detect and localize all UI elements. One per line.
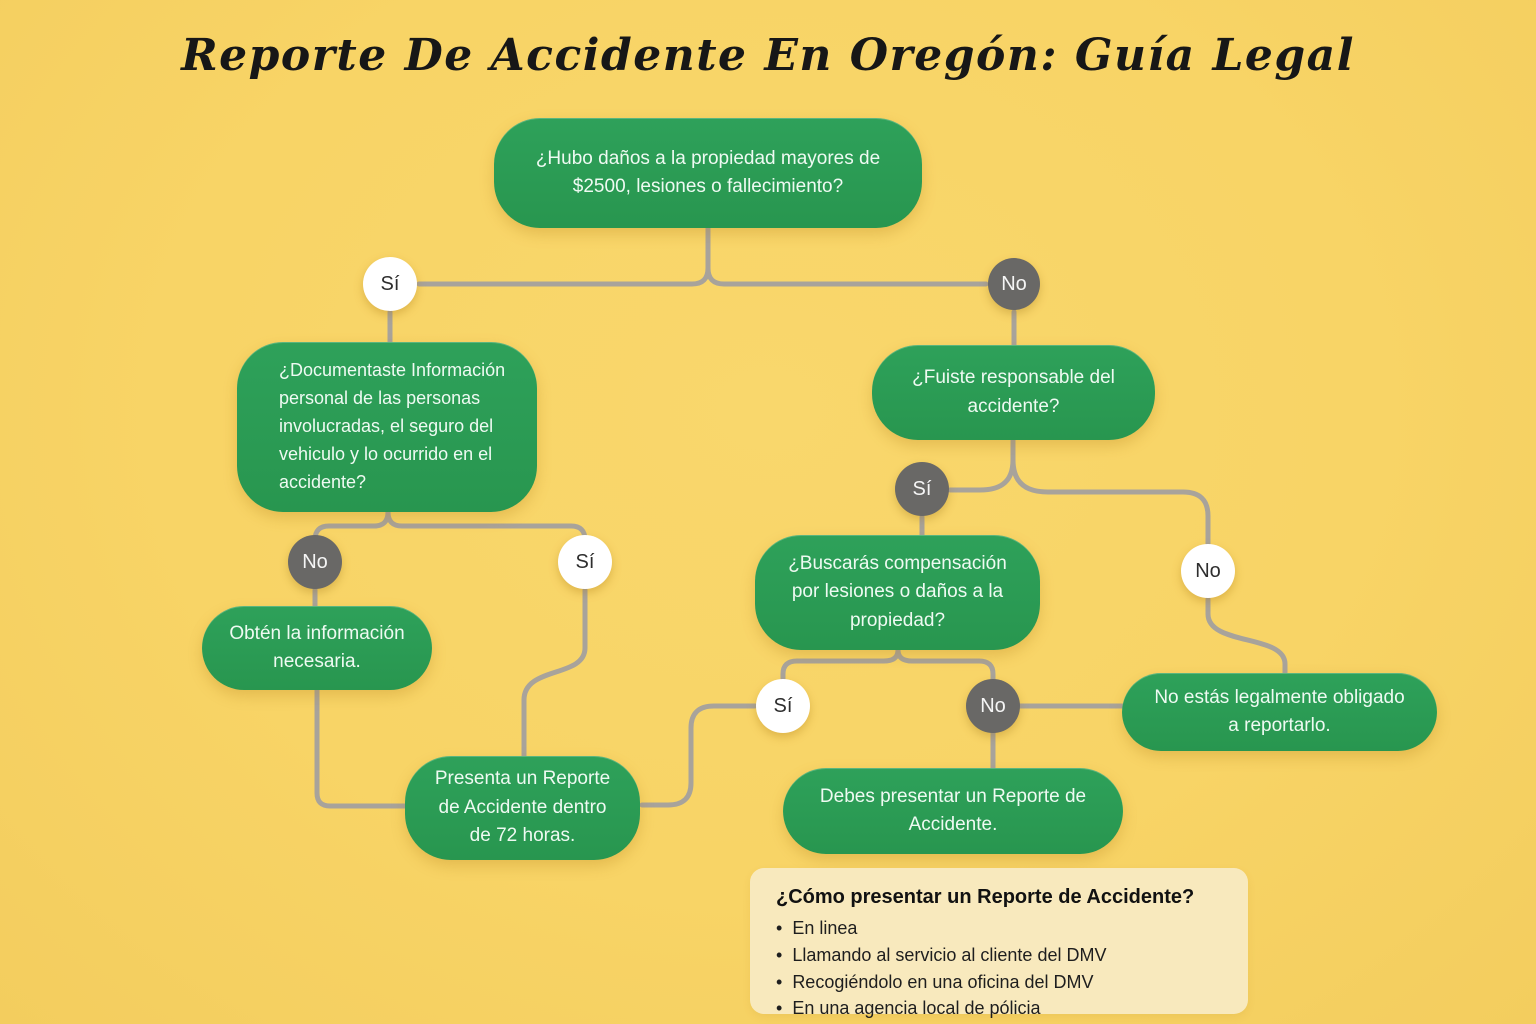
node-action-present-72h: Presenta un Reporte de Accidente dentro …: [405, 756, 640, 860]
node-action-not-obligated: No estás legalmente obligado a reportarl…: [1122, 673, 1437, 751]
list-item: •En linea: [776, 917, 1222, 941]
branch-documented-no: No: [288, 535, 342, 589]
branch-documented-yes: Sí: [558, 535, 612, 589]
branch-compensation-yes: Sí: [756, 679, 810, 733]
node-question-compensation: ¿Buscarás compensación por lesiones o da…: [755, 535, 1040, 650]
node-question-main: ¿Hubo daños a la propiedad mayores de $2…: [494, 118, 922, 228]
branch-compensation-no: No: [966, 679, 1020, 733]
bullet-icon: •: [776, 971, 783, 992]
node-question-documented: ¿Documentaste Información personal de la…: [237, 342, 537, 512]
branch-main-yes: Sí: [363, 257, 417, 311]
list-item: •En una agencia local de pólicia: [776, 997, 1222, 1021]
node-question-responsible: ¿Fuiste responsable del accidente?: [872, 345, 1155, 440]
node-action-obtain-info: Obtén la información necesaria.: [202, 606, 432, 690]
bullet-icon: •: [776, 918, 783, 938]
branch-main-no: No: [988, 258, 1040, 310]
how-to-report-panel: ¿Cómo presentar un Reporte de Accidente?…: [750, 868, 1248, 1018]
branch-responsible-yes: Sí: [895, 462, 949, 516]
branch-responsible-no: No: [1181, 544, 1235, 598]
node-action-must-present: Debes presentar un Reporte de Accidente.: [783, 768, 1123, 854]
list-item: •Recogiéndolo en una oficina del DMV: [776, 971, 1222, 995]
how-to-report-title: ¿Cómo presentar un Reporte de Accidente?: [776, 886, 1195, 908]
how-to-report-list: •En linea •Llamando al servicio al clien…: [776, 917, 1222, 1021]
list-item: •Llamando al servicio al cliente del DMV: [776, 944, 1222, 968]
page-title: Reporte De Accidente En Oregón: Guía Leg…: [181, 30, 1355, 81]
bullet-icon: •: [776, 944, 783, 965]
bullet-icon: •: [776, 998, 783, 1019]
